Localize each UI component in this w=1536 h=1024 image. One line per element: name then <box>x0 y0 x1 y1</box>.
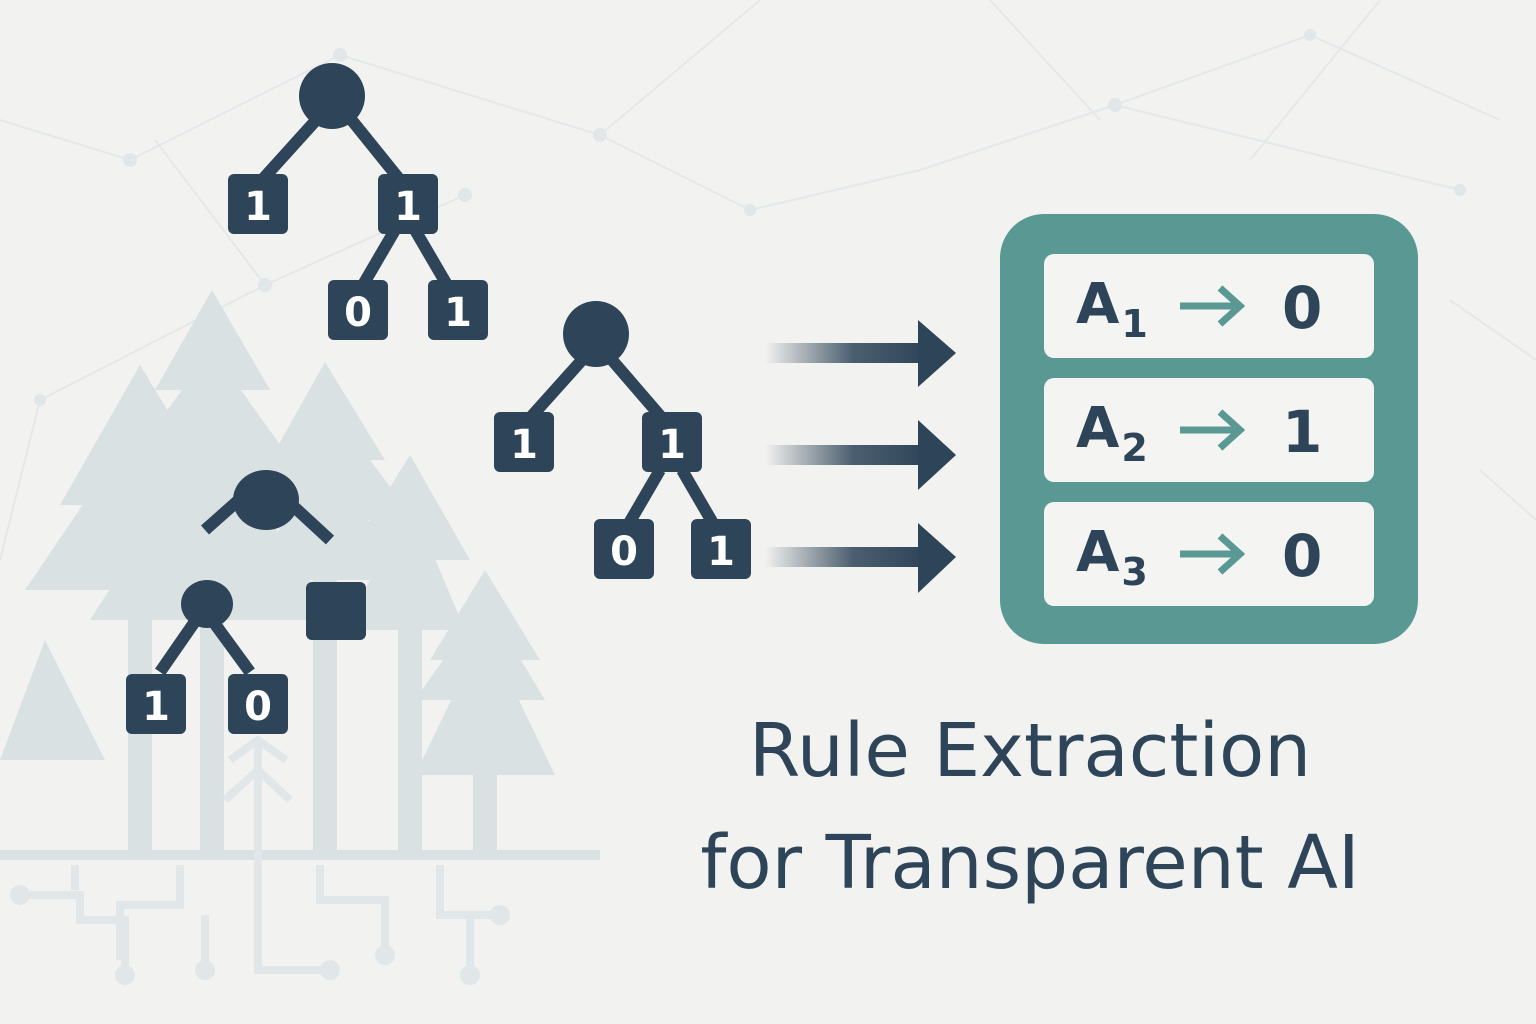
tree-leaf-node <box>378 174 438 234</box>
tree-leaf-node <box>594 519 654 579</box>
bottom-tree <box>126 470 366 734</box>
leaf-label: 1 <box>244 184 272 230</box>
network-background <box>0 0 1536 561</box>
forest-silhouette <box>0 290 600 860</box>
rule-antecedent: A1 <box>1076 272 1148 346</box>
right-arrow-icon <box>765 523 956 593</box>
tree-leaf-node <box>228 674 288 734</box>
rule-antecedent: A2 <box>1076 396 1148 470</box>
tree-internal-node <box>181 580 233 628</box>
rule-row: A3 0 <box>1044 502 1374 606</box>
circuit-traces <box>20 735 500 974</box>
extracted-rules-panel: A1 0 A2 1 A3 0 <box>1000 214 1418 644</box>
tree-leaf-node <box>228 174 288 234</box>
rule-consequent: 0 <box>1282 274 1323 342</box>
rule-row: A1 0 <box>1044 254 1374 358</box>
title-line-1: Rule Extraction <box>748 708 1312 794</box>
leaf-label: 1 <box>707 529 735 575</box>
tree-leaf-node <box>691 519 751 579</box>
leaf-label: 0 <box>244 684 272 730</box>
leaf-label: 1 <box>444 290 472 336</box>
leaf-label: 1 <box>142 684 170 730</box>
implies-arrow-icon <box>1180 409 1246 451</box>
circuit-pads <box>10 885 510 985</box>
tree-leaf-node <box>642 412 702 472</box>
tree-root-node <box>233 470 299 530</box>
implies-arrow-icon <box>1180 533 1246 575</box>
leaf-label: 1 <box>394 184 422 230</box>
leaf-label: 0 <box>344 290 372 336</box>
leaf-label: 0 <box>610 529 638 575</box>
leaf-label: 1 <box>510 422 538 468</box>
rule-antecedent: A3 <box>1076 520 1148 594</box>
right-arrow-icon <box>765 420 956 490</box>
tree-leaf-node <box>494 412 554 472</box>
implies-arrow-icon <box>1180 285 1246 327</box>
page-title: Rule Extraction for Transparent AI <box>640 695 1420 919</box>
title-line-2: for Transparent AI <box>700 820 1360 906</box>
rule-consequent: 0 <box>1282 522 1323 590</box>
leaf-label: 1 <box>658 422 686 468</box>
right-arrow-icon <box>765 320 956 387</box>
tree-leaf-node <box>328 280 388 340</box>
tree-leaf-node <box>306 582 366 640</box>
rule-consequent: 1 <box>1282 398 1323 466</box>
tree-root-node <box>299 63 365 129</box>
middle-tree <box>494 301 751 579</box>
tree-leaf-node <box>428 280 488 340</box>
top-tree <box>228 63 488 340</box>
tree-root-node <box>563 301 629 367</box>
rule-row: A2 1 <box>1044 378 1374 482</box>
tree-leaf-node <box>126 674 186 734</box>
network-nodes <box>34 29 1466 406</box>
